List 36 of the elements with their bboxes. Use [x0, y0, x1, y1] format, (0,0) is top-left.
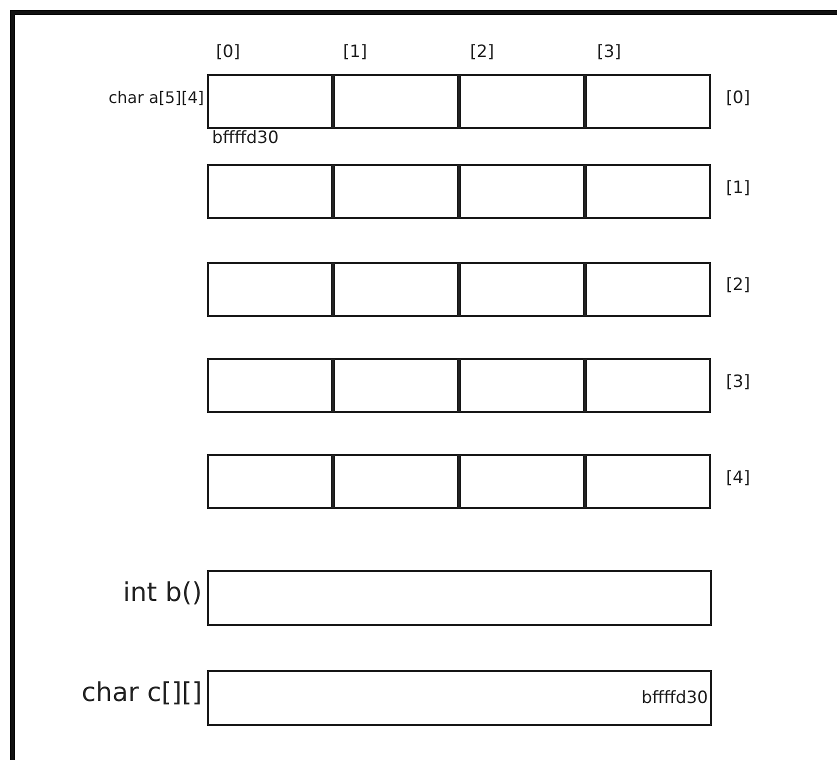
row-index: [0] [726, 88, 750, 108]
array-element-cell [585, 454, 711, 509]
row-index: [3] [726, 372, 750, 392]
array-element-cell [459, 358, 585, 413]
array-element-cell [207, 74, 333, 129]
array-element-cell [333, 454, 459, 509]
array-element-cell [207, 358, 333, 413]
array-element-cell [585, 164, 711, 219]
variable-declaration: char a[5][4] [108, 88, 204, 107]
column-index: [1] [343, 42, 368, 62]
column-index: [2] [470, 42, 494, 62]
array-element-cell [207, 454, 333, 509]
array-element-cell [585, 74, 711, 129]
array-element-cell [459, 74, 585, 129]
variable-declaration: int b() [123, 578, 202, 608]
array-element-cell [333, 262, 459, 317]
array-element-cell [333, 358, 459, 413]
row-index: [1] [726, 178, 750, 198]
variable-declaration: char c[][] [81, 678, 202, 708]
array-element-cell [585, 262, 711, 317]
array-element-cell [333, 164, 459, 219]
address-text: bffffd30 [212, 128, 279, 148]
array-element-cell [207, 262, 333, 317]
row-index: [4] [726, 468, 750, 488]
array-element-cell [459, 164, 585, 219]
array-element-cell [585, 358, 711, 413]
column-index: [3] [597, 42, 622, 62]
array-element-cell [459, 262, 585, 317]
memory-box [207, 670, 712, 726]
column-index: [0] [216, 42, 240, 62]
array-element-cell [333, 74, 459, 129]
array-element-cell [207, 164, 333, 219]
memory-box [207, 570, 712, 626]
address-text: bffffd30 [641, 688, 708, 708]
row-index: [2] [726, 275, 750, 295]
array-element-cell [459, 454, 585, 509]
